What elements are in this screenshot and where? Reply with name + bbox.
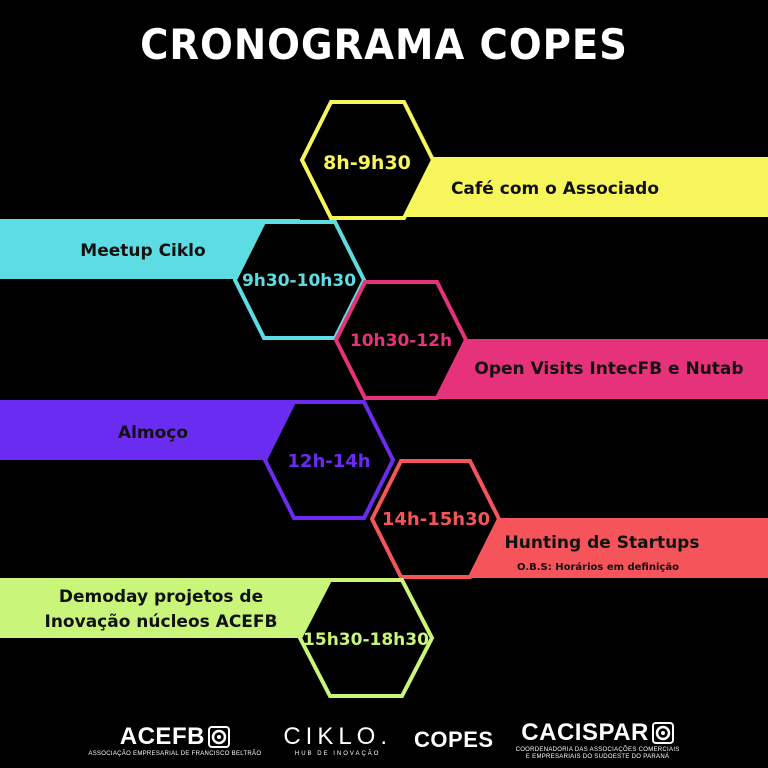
event-1-time: 8h-9h30 [323, 152, 411, 174]
event-4: 12h-14h Almoço [0, 400, 396, 520]
event-3-band [420, 339, 768, 399]
event-3-time: 10h30-12h [350, 331, 452, 351]
cacispar-emblem-icon [651, 722, 674, 744]
cacispar-logo-name: CACISPAR [521, 719, 649, 746]
acefb-logo-name: ACEFB [119, 722, 205, 750]
event-1-label: Café com o Associado [451, 179, 659, 199]
event-6-hexagon [297, 578, 435, 698]
event-5: 14h-15h30 Hunting de Startups O.B.S: Hor… [369, 459, 768, 579]
event-5-hexagon [369, 459, 502, 579]
event-3-hexagon [333, 280, 469, 400]
ciklo-logo-name: CIKLO. [283, 722, 393, 750]
event-4-label: Almoço [118, 423, 188, 443]
event-5-label: Hunting de Startups [505, 533, 700, 553]
event-1: 8h-9h30 Café com o Associado [299, 100, 768, 220]
event-4-hexagon [262, 400, 396, 520]
event-6-time: 15h30-18h30 [303, 630, 429, 650]
event-3-label: Open Visits IntecFB e Nutab [474, 359, 743, 379]
copes-logo: COPES [414, 727, 494, 753]
event-3: 10h30-12h Open Visits IntecFB e Nutab [333, 280, 768, 400]
page-title: CRONOGRAMA COPES [140, 20, 628, 69]
ciklo-logo: CIKLO. HUB DE INOVAÇÃO [283, 723, 392, 758]
event-2-time: 9h30-10h30 [242, 271, 356, 291]
cacispar-logo: CACISPAR COORDENADORIA DAS ASSOCIAÇÕES C… [516, 719, 680, 761]
event-6-band [0, 578, 330, 638]
event-1-hexagon [299, 100, 436, 220]
acefb-logo: ACEFB ASSOCIAÇÃO EMPRESARIAL DE FRANCISC… [88, 723, 261, 758]
acefb-logo-subtitle: ASSOCIAÇÃO EMPRESARIAL DE FRANCISCO BELT… [88, 750, 262, 757]
event-5-note: O.B.S: Horários em definição [517, 561, 679, 573]
event-6-label-line-1: Demoday projetos de [59, 587, 263, 607]
event-2-label: Meetup Ciklo [80, 241, 205, 261]
event-5-time: 14h-15h30 [382, 509, 490, 530]
event-2: 9h30-10h30 Meetup Ciklo [0, 219, 367, 340]
ciklo-logo-subtitle: HUB DE INOVAÇÃO [294, 750, 381, 757]
cacispar-logo-subtitle-line-1: COORDENADORIA DAS ASSOCIAÇÕES COMERCIAIS [515, 747, 680, 753]
event-4-band [0, 400, 310, 460]
event-4-time: 12h-14h [287, 451, 370, 472]
acefb-emblem-icon [207, 725, 230, 748]
event-6: 15h30-18h30 Demoday projetos de Inovação… [0, 578, 435, 698]
cacispar-logo-subtitle-line-2: E EMPRESARIAIS DO SUDOESTE DO PARANÁ [525, 754, 670, 760]
copes-logo-name: COPES [414, 727, 494, 752]
partner-logos: ACEFB ASSOCIAÇÃO EMPRESARIAL DE FRANCISC… [0, 718, 768, 762]
event-1-band [370, 157, 768, 217]
event-6-label-line-2: Inovação núcleos ACEFB [45, 612, 278, 632]
